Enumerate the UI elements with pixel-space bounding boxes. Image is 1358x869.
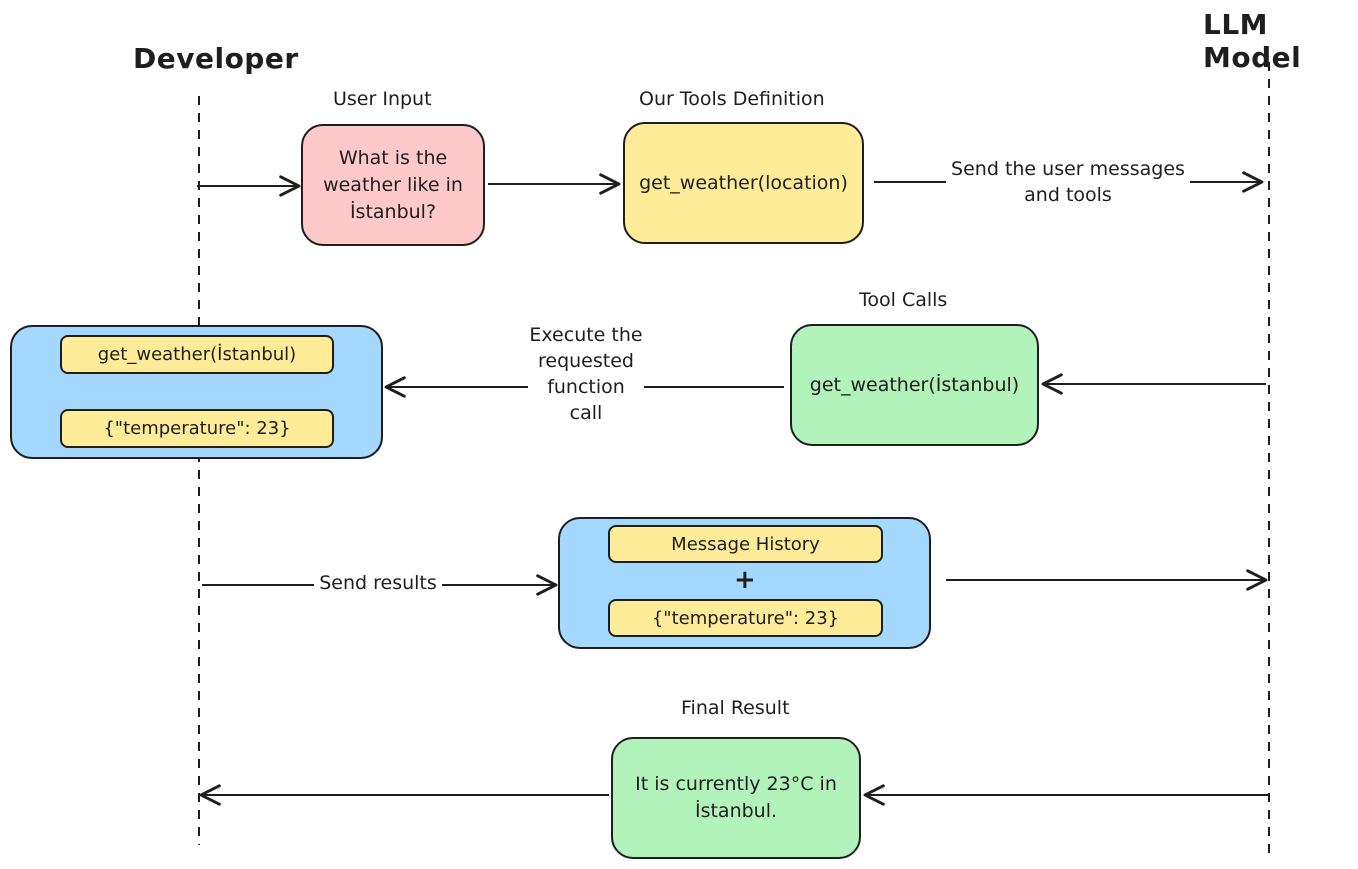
tools-definition-box: get_weather(location) bbox=[623, 122, 864, 244]
tools-definition-text: get_weather(location) bbox=[639, 171, 848, 194]
final-result-title: Final Result bbox=[681, 697, 790, 719]
message-history-text: Message History bbox=[671, 533, 820, 555]
send-messages-label: Send the user messages and tools bbox=[946, 156, 1190, 208]
send-results-label: Send results bbox=[314, 570, 442, 596]
user-input-title: User Input bbox=[333, 88, 432, 110]
execute-label: Execute the requested function call bbox=[528, 322, 644, 426]
tools-definition-title: Our Tools Definition bbox=[639, 88, 825, 110]
tool-calls-box: get_weather(İstanbul) bbox=[790, 324, 1039, 446]
execution-result-pill: {"temperature": 23} bbox=[60, 409, 334, 448]
tool-calls-title: Tool Calls bbox=[859, 289, 948, 311]
execution-call-text: get_weather(İstanbul) bbox=[97, 344, 297, 365]
user-input-text: What is the weather like in İstanbul? bbox=[323, 146, 463, 223]
final-result-text: It is currently 23°C in İstanbul. bbox=[635, 773, 837, 822]
tool-calls-text: get_weather(İstanbul) bbox=[809, 373, 1020, 396]
plus-sign: + bbox=[734, 565, 756, 595]
actor-developer: Developer bbox=[133, 42, 299, 75]
actor-llm-model: LLM Model bbox=[1203, 8, 1302, 74]
message-history-pill: Message History bbox=[608, 525, 883, 563]
execution-call-pill: get_weather(İstanbul) bbox=[60, 335, 334, 374]
user-input-box: What is the weather like in İstanbul? bbox=[301, 124, 485, 246]
bundle-result-pill: {"temperature": 23} bbox=[608, 599, 883, 637]
final-result-box: It is currently 23°C in İstanbul. bbox=[611, 737, 861, 859]
execution-result-text: {"temperature": 23} bbox=[103, 418, 291, 439]
bundle-result-text: {"temperature": 23} bbox=[651, 607, 840, 629]
